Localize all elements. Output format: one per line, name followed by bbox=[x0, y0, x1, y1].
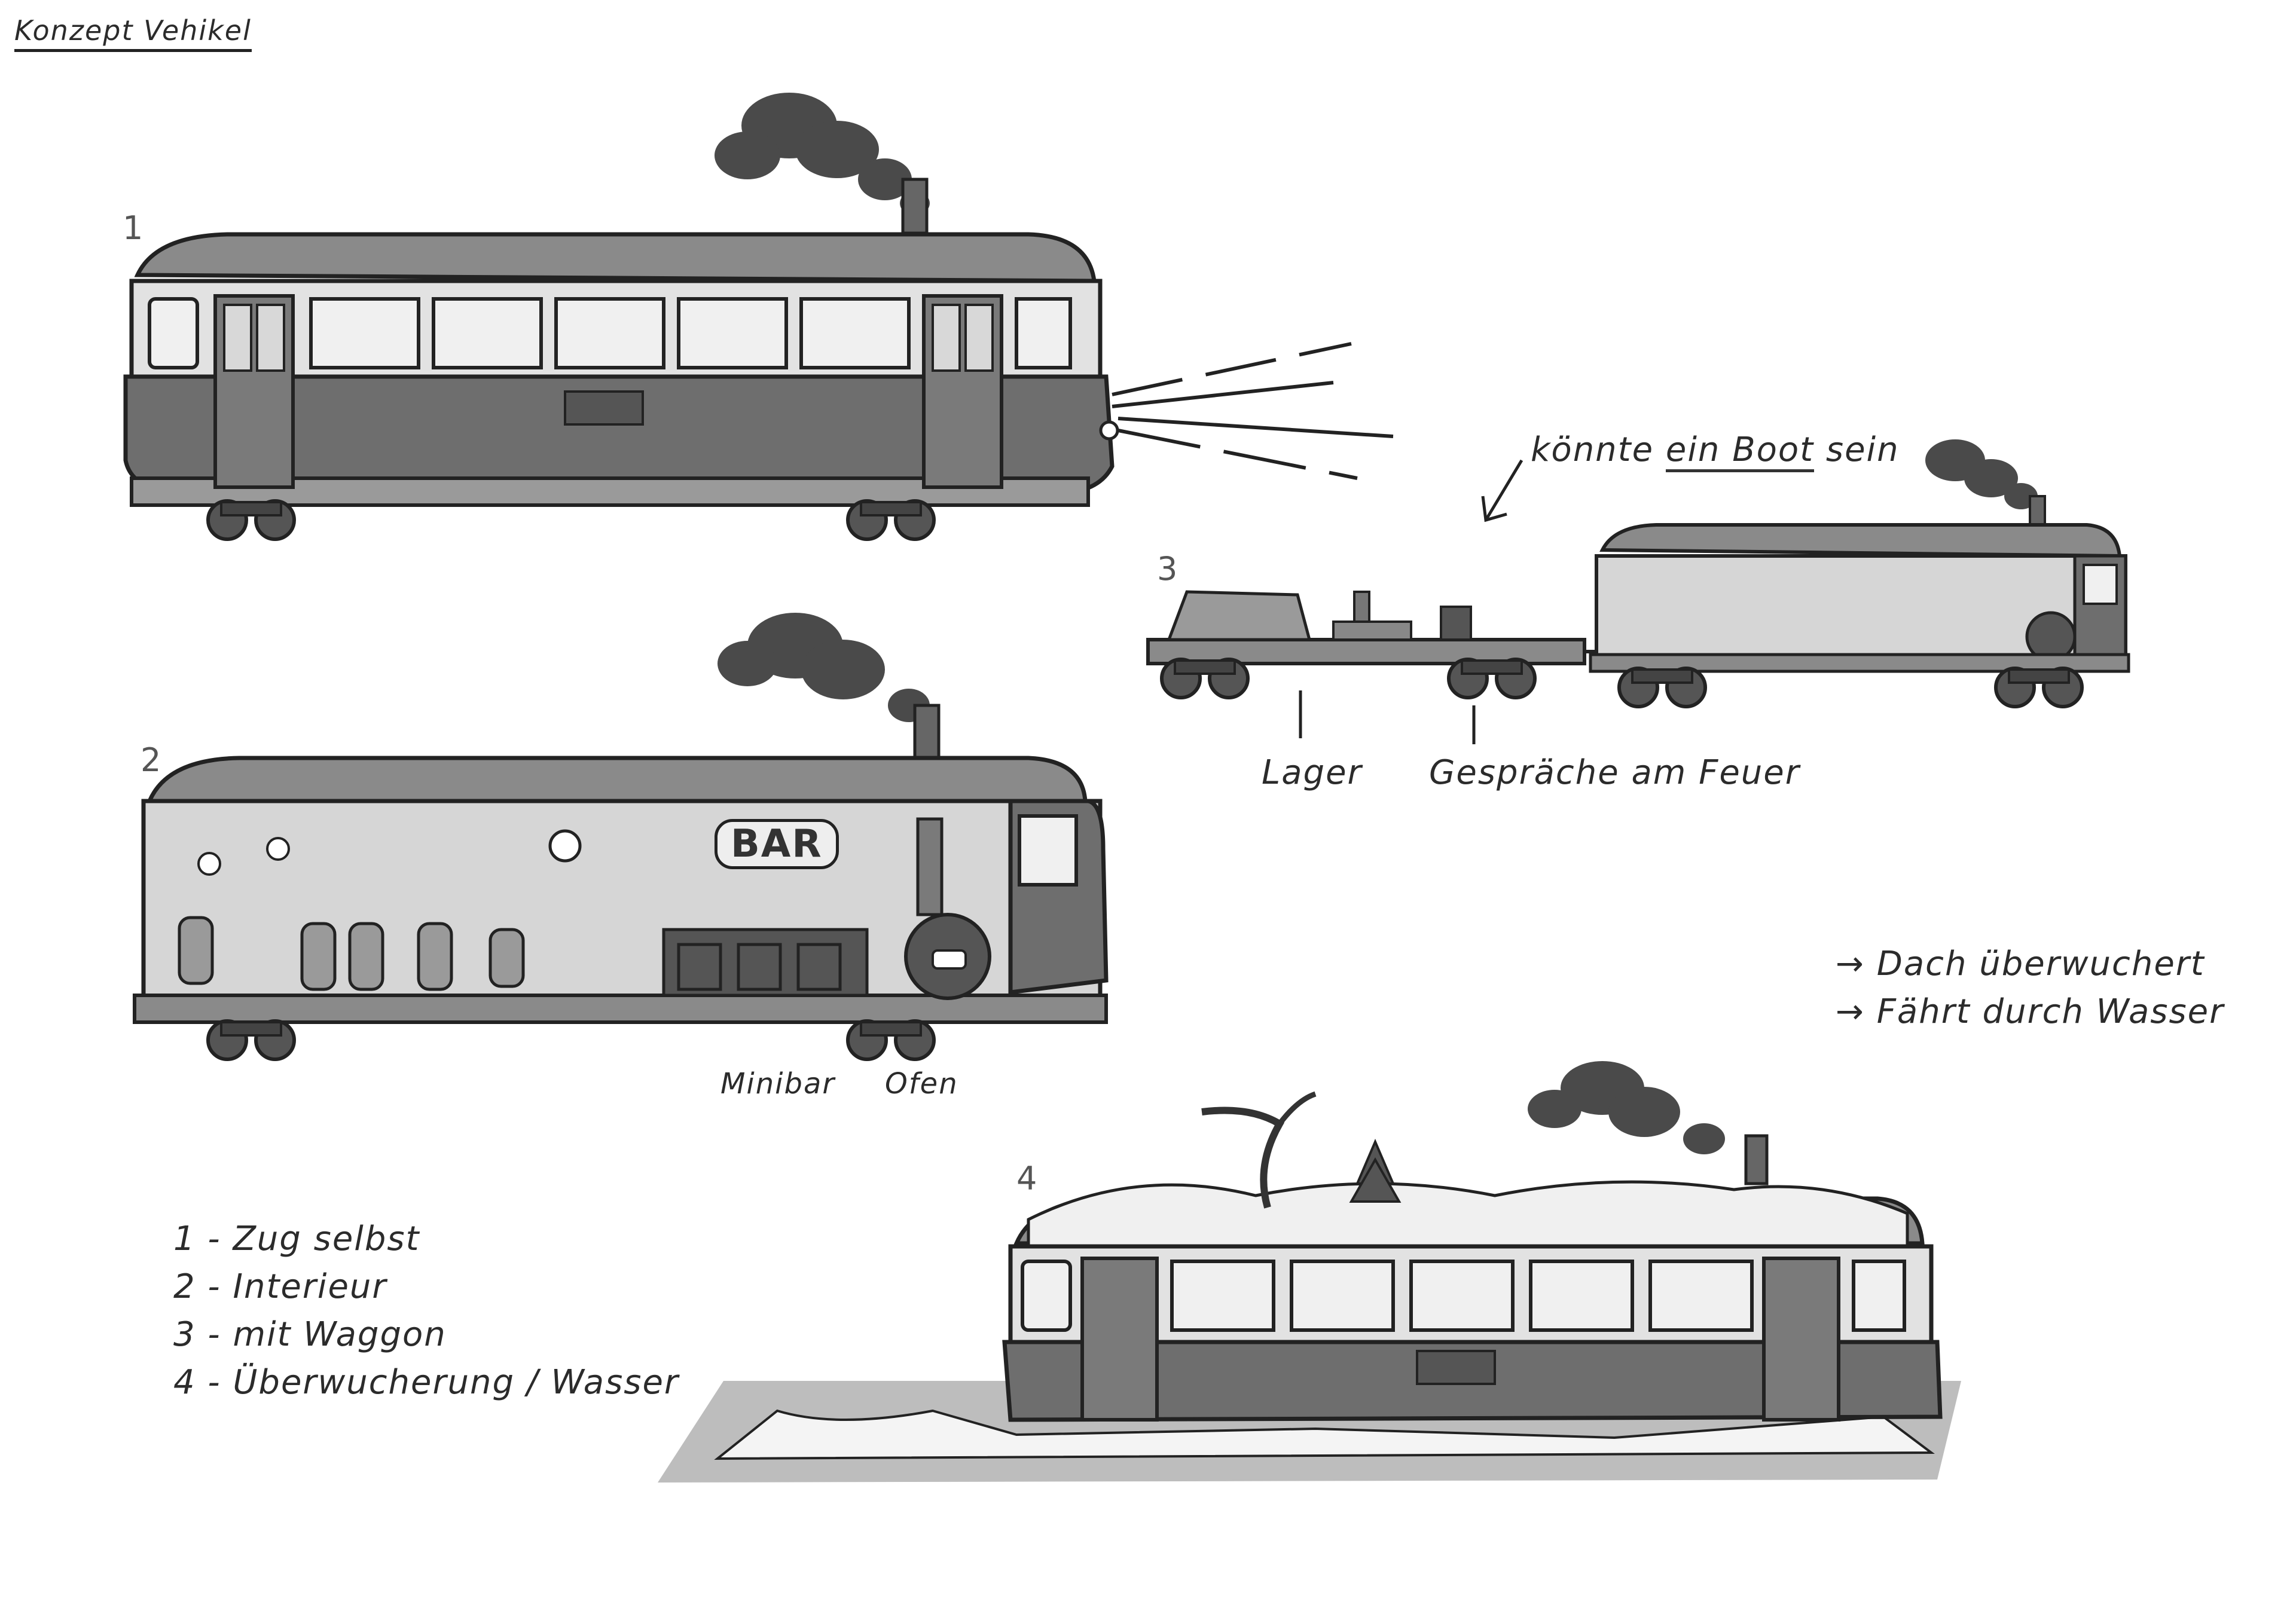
label-gespraeche: Gespräche am Feuer bbox=[1429, 753, 1800, 792]
boat-note: könnte ein Boot sein bbox=[1531, 430, 1900, 472]
boat-note-emphasis: ein Boot bbox=[1665, 430, 1815, 472]
train-2 bbox=[133, 613, 1109, 1059]
train-4 bbox=[658, 1061, 1961, 1483]
legend-item-1: 1 - Zug selbst bbox=[173, 1219, 420, 1258]
train-1 bbox=[123, 93, 1394, 539]
arrow-icon bbox=[1481, 459, 1523, 522]
arrow-note-water: → Fährt durch Wasser bbox=[1836, 992, 2225, 1031]
legend-item-4: 4 - Überwucherung / Wasser bbox=[173, 1363, 679, 1402]
disco-ball-icon bbox=[197, 829, 582, 876]
sketch-number-1: 1 bbox=[123, 209, 145, 247]
label-minibar: Minibar bbox=[720, 1067, 836, 1101]
label-lager: Lager bbox=[1262, 753, 1363, 792]
legend-item-2: 2 - Interieur bbox=[173, 1267, 387, 1306]
train-3 bbox=[1146, 439, 2130, 744]
smoke-cloud-icon bbox=[1925, 439, 2038, 509]
bar-sign: BAR bbox=[715, 819, 839, 869]
boat-note-prefix: könnte bbox=[1531, 430, 1654, 469]
boat-note-suffix: sein bbox=[1825, 430, 1900, 469]
headlight-beam-icon bbox=[1112, 342, 1394, 480]
sketch-number-3: 3 bbox=[1157, 550, 1179, 588]
legend-item-3: 3 - mit Waggon bbox=[173, 1315, 447, 1354]
tree-icon bbox=[1201, 1091, 1402, 1209]
label-ofen: Ofen bbox=[885, 1067, 958, 1101]
sketch-number-2: 2 bbox=[141, 741, 163, 779]
sketch-number-4: 4 bbox=[1016, 1160, 1039, 1197]
smoke-cloud-icon bbox=[715, 93, 930, 215]
sheet-title: Konzept Vehikel bbox=[14, 14, 252, 52]
smoke-cloud-icon bbox=[1528, 1061, 1725, 1154]
smoke-cloud-icon bbox=[718, 613, 930, 722]
stove-icon bbox=[904, 817, 991, 1000]
arrow-note-roof: → Dach überwuchert bbox=[1836, 945, 2205, 983]
